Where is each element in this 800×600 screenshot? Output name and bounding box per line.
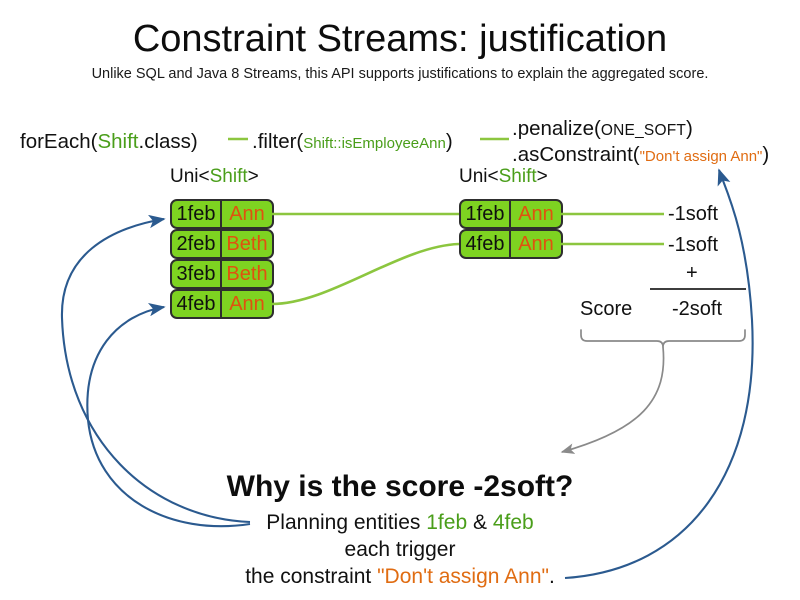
right-stream-caption: Uni<Shift> xyxy=(459,166,548,188)
shift-employee: Ann xyxy=(518,233,554,255)
code-foreach-suffix: .class) xyxy=(138,130,198,153)
explanation-line3-prefix: the constraint xyxy=(245,565,378,588)
code-filter-arg: Shift::isEmployeeAnn xyxy=(303,135,446,152)
sum-divider-line xyxy=(650,288,746,290)
code-foreach: forEach(Shift.class) xyxy=(20,130,198,154)
shift-date: 2feb xyxy=(172,231,222,257)
page-subtitle: Unlike SQL and Java 8 Streams, this API … xyxy=(91,66,709,82)
code-as-constraint-prefix: .asConstraint( xyxy=(512,143,640,166)
shift-date: 1feb xyxy=(172,201,222,227)
page-title: Constraint Streams: justification xyxy=(132,18,668,60)
shift-employee: Ann xyxy=(229,293,265,315)
penalty-value-1: -1soft xyxy=(668,203,719,225)
table-row[interactable]: 4feb Ann xyxy=(459,229,563,259)
right-fact-stack: 1feb Ann 4feb Ann xyxy=(459,199,563,259)
shift-employee: Beth xyxy=(226,263,268,285)
table-row[interactable]: 2feb Beth xyxy=(170,229,274,259)
sum-plus-sign: + xyxy=(686,262,698,284)
shift-date: 3feb xyxy=(172,261,222,287)
code-as-constraint-arg: "Don't assign Ann" xyxy=(639,148,763,165)
explanation-constraint-name: "Don't assign Ann" xyxy=(377,565,549,588)
shift-date: 1feb xyxy=(461,201,511,227)
shift-date: 4feb xyxy=(172,291,222,317)
table-row[interactable]: 3feb Beth xyxy=(170,259,274,289)
code-penalize: .penalize(ONE_SOFT) xyxy=(512,117,693,141)
penalty-value-2: -1soft xyxy=(668,234,719,256)
code-filter-prefix: .filter( xyxy=(252,130,304,153)
table-row[interactable]: 1feb Ann xyxy=(459,199,563,229)
shift-employee: Ann xyxy=(518,203,554,225)
code-as-constraint-suffix: ) xyxy=(762,143,770,166)
code-as-constraint: .asConstraint("Don't assign Ann") xyxy=(512,143,769,167)
left-fact-stack: 1feb Ann 2feb Beth 3feb Beth 4feb Ann xyxy=(170,199,274,319)
score-label: Score xyxy=(580,298,633,320)
left-caption-type: Shift xyxy=(209,166,248,187)
left-stream-caption: Uni<Shift> xyxy=(170,166,259,188)
explanation-entity-b: 4feb xyxy=(492,511,534,534)
explanation-entity-a: 1feb xyxy=(426,511,468,534)
explanation-line-2: each trigger xyxy=(344,538,456,561)
stream-connector-4feb xyxy=(271,242,460,306)
shift-employee: Ann xyxy=(229,203,265,225)
code-filter-suffix: ) xyxy=(445,130,453,153)
left-caption-prefix: Uni< xyxy=(170,166,210,187)
explanation-amp: & xyxy=(467,511,493,534)
score-explanation-arrow xyxy=(560,346,665,454)
shift-date: 4feb xyxy=(461,231,511,257)
table-row[interactable]: 4feb Ann xyxy=(170,289,274,319)
right-caption-type: Shift xyxy=(498,166,537,187)
code-penalize-arg: ONE_SOFT xyxy=(600,122,687,139)
explanation-line3-suffix: . xyxy=(548,565,555,588)
code-penalize-prefix: .penalize( xyxy=(512,117,601,140)
left-caption-suffix: > xyxy=(247,166,259,187)
right-caption-suffix: > xyxy=(536,166,548,187)
code-foreach-type: Shift xyxy=(97,130,139,153)
code-penalize-suffix: ) xyxy=(686,117,693,140)
score-total-value: -2soft xyxy=(672,298,723,320)
code-filter: .filter(Shift::isEmployeeAnn) xyxy=(252,130,453,154)
explanation-heading: Why is the score -2soft? xyxy=(226,470,574,503)
explanation-line-3: the constraint "Don't assign Ann". xyxy=(0,565,800,589)
explanation-line1-prefix: Planning entities xyxy=(266,511,427,534)
score-brace xyxy=(580,329,746,348)
explanation-line-1: Planning entities 1feb & 4feb xyxy=(0,511,800,535)
code-foreach-prefix: forEach( xyxy=(20,130,98,153)
table-row[interactable]: 1feb Ann xyxy=(170,199,274,229)
right-caption-prefix: Uni< xyxy=(459,166,499,187)
shift-employee: Beth xyxy=(226,233,268,255)
